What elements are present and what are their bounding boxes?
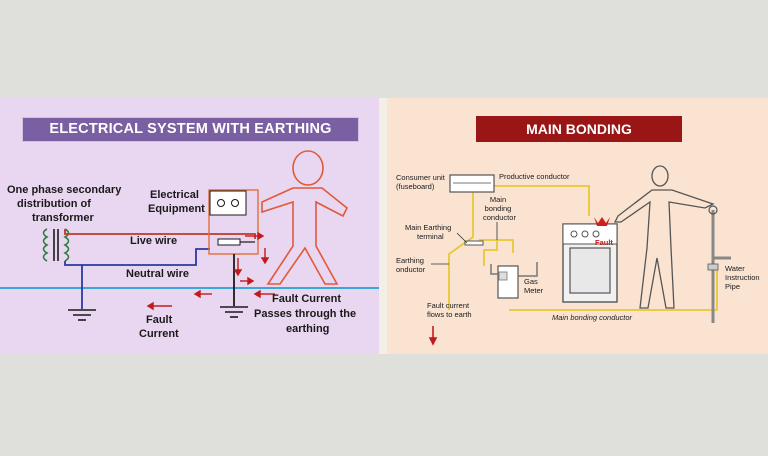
ground-symbol-right — [220, 306, 248, 318]
person-figure — [261, 150, 349, 285]
fault-flow-arrow — [428, 326, 438, 346]
gas-meter-label-line1: Gas — [524, 277, 538, 286]
fault-flow-label-line2: flows to earth — [427, 310, 472, 319]
equipment-label-line2: Equipment — [148, 203, 205, 215]
consumer-unit-label-line1: Consumer unit — [396, 173, 445, 182]
fuse-icon — [217, 238, 241, 246]
live-wire-label: Live wire — [130, 235, 178, 247]
transformer-label-line1: One phase secondary — [7, 184, 122, 196]
right-title: MAIN BONDING — [476, 116, 682, 142]
gas-meter — [490, 262, 538, 299]
main-bonding-panel: MAIN BONDING Consumer unit (fuseboard) P… — [387, 98, 768, 354]
earthing-terminal — [464, 240, 484, 246]
bonding-conductors — [448, 185, 718, 311]
equipment-label-line1: Electrical — [150, 189, 199, 201]
left-title: ELECTRICAL SYSTEM WITH EARTHING — [22, 117, 359, 142]
person-silhouette — [613, 165, 715, 309]
main-earthing-label-line2: terminal — [417, 232, 444, 241]
knob-icon — [231, 199, 239, 207]
fault-bottom-label-line1: Fault — [146, 314, 173, 326]
gas-meter-label-line2: Meter — [524, 286, 544, 295]
oven — [562, 217, 618, 303]
neutral-wire-label: Neutral wire — [126, 268, 189, 280]
productive-conductor-label: Productive conductor — [499, 172, 570, 181]
earthing-panel: ELECTRICAL SYSTEM WITH EARTHING One phas… — [0, 98, 379, 354]
earthing-conductor-label-line2: onductor — [396, 265, 426, 274]
fault-flow-label-line1: Fault current — [427, 301, 470, 310]
earthing-diagram — [0, 150, 379, 321]
main-bonding-conductor-label: Main bonding conductor — [552, 313, 633, 322]
panel-divider — [379, 98, 387, 354]
fault-bottom-label-line2: Current — [139, 328, 179, 340]
fault-current-label-line3: earthing — [286, 323, 330, 335]
main-bonding-label-line1: Main — [489, 195, 507, 204]
fault-arrows — [146, 231, 275, 311]
fault-current-label-line2: Passes through the — [254, 308, 357, 320]
water-pipe-label-line2: Instruction — [725, 273, 760, 282]
transformer-label-line3: transformer — [32, 212, 94, 224]
main-bonding-label-line2: bonding — [484, 204, 512, 213]
fault-current-label-line1: Fault Current — [272, 293, 342, 305]
consumer-unit-label-line2: (fuseboard) — [396, 182, 435, 191]
fault-spark-icon — [594, 217, 610, 226]
main-bonding-label-line3: conductor — [483, 213, 516, 222]
neutral-wire — [64, 248, 210, 266]
fault-label: Fault — [595, 238, 613, 247]
label-pointers — [431, 222, 498, 265]
ground-symbol-left — [68, 309, 96, 321]
equipment-panel — [209, 190, 247, 216]
knob-icon — [217, 199, 225, 207]
water-pipe-label-line1: Water — [725, 264, 745, 273]
main-earthing-label-line1: Main Earthing — [405, 223, 452, 232]
water-pipe — [707, 205, 731, 323]
earthing-conductor-label-line1: Earthing — [396, 256, 424, 265]
bonding-diagram — [428, 165, 731, 346]
water-pipe-label-line3: Pipe — [725, 282, 741, 291]
transformer-label-line2: distribution of — [17, 198, 91, 210]
